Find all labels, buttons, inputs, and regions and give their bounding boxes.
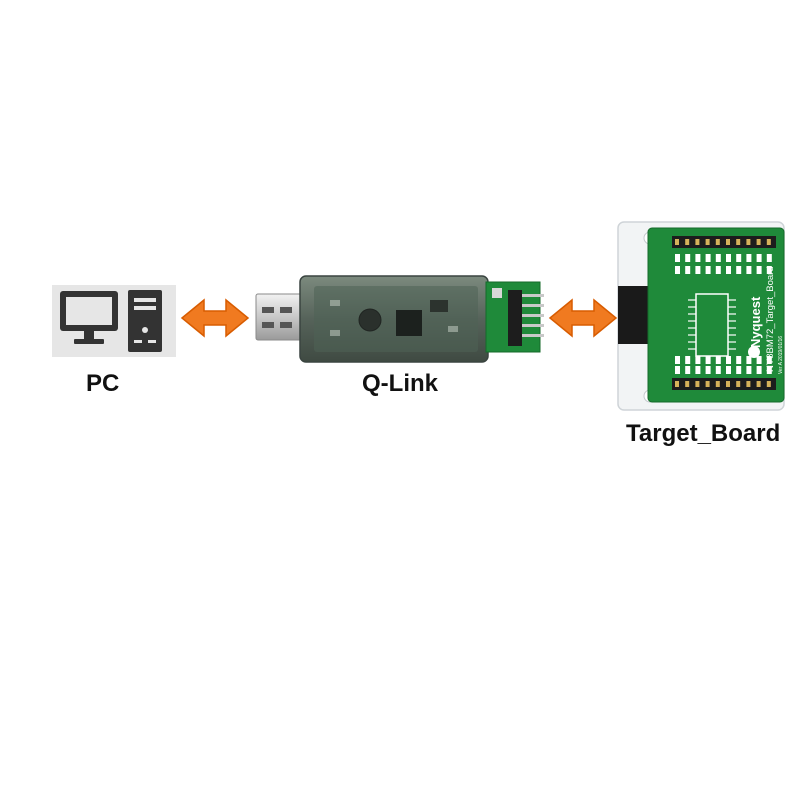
qlink-device <box>255 275 544 363</box>
silkscreen-brand: Nyquest <box>748 296 763 348</box>
solder-pad <box>736 366 742 374</box>
pc-label: PC <box>86 370 120 397</box>
header-pin <box>746 381 751 387</box>
solder-pad <box>675 266 680 274</box>
solder-pad <box>675 366 680 374</box>
qlink-label: Q-Link <box>362 370 438 397</box>
header-pin <box>726 239 730 245</box>
usb-plug <box>255 293 303 341</box>
solder-pad <box>756 366 762 374</box>
solder-pad <box>715 366 721 374</box>
qlink-chip <box>396 310 422 336</box>
solder-pad <box>695 356 701 364</box>
header-pin <box>726 381 730 387</box>
solder-pad <box>766 254 772 262</box>
header-pin <box>675 381 679 387</box>
solder-pad <box>715 266 721 274</box>
header-pin <box>685 239 690 245</box>
header-pin <box>695 239 700 245</box>
header-pin <box>756 239 761 245</box>
solder-pad <box>756 254 762 262</box>
header-pin <box>736 381 741 387</box>
target-board: Nyquest NY8BM72_Target_Board Ver A 2019/… <box>617 221 785 411</box>
silkscreen-revision: Ver A 2019/01/16 <box>778 336 784 374</box>
solder-pad <box>766 266 772 274</box>
solder-pad <box>726 254 731 262</box>
header-pin <box>715 239 720 245</box>
solder-pad <box>705 356 711 364</box>
header-pin <box>766 239 771 245</box>
solder-pad <box>726 266 731 274</box>
solder-pad <box>736 356 742 364</box>
solder-pad <box>685 254 691 262</box>
header-pin <box>705 381 710 387</box>
bidirectional-arrow-icon <box>180 298 250 338</box>
solder-pad <box>726 356 731 364</box>
header-pin <box>705 239 710 245</box>
ic-footprint <box>695 293 729 357</box>
solder-pad <box>675 254 680 262</box>
solder-pad <box>766 356 772 364</box>
header-pin <box>675 239 679 245</box>
solder-pad <box>715 356 721 364</box>
solder-pad <box>746 266 752 274</box>
solder-pad <box>736 254 742 262</box>
solder-pad <box>746 366 752 374</box>
solder-pad <box>746 356 752 364</box>
target-board-label: Target_Board <box>626 420 781 447</box>
solder-pad <box>695 266 701 274</box>
solder-pad <box>715 254 721 262</box>
solder-pad <box>705 254 711 262</box>
header-pin <box>695 381 700 387</box>
bidirectional-arrow-icon <box>548 298 618 338</box>
monitor-icon <box>60 291 118 344</box>
solder-pad <box>766 366 772 374</box>
qlink-pin-header <box>508 290 522 346</box>
solder-pad <box>736 266 742 274</box>
solder-pad <box>695 366 701 374</box>
qlink-crystal <box>358 308 382 332</box>
solder-pad <box>756 356 762 364</box>
header-pin <box>736 239 741 245</box>
header-pin <box>746 239 751 245</box>
solder-pad <box>685 356 691 364</box>
solder-pad <box>685 366 691 374</box>
pc-icon <box>52 285 176 357</box>
solder-pad <box>726 366 731 374</box>
solder-pad <box>705 266 711 274</box>
silkscreen-model: NY8BM72_Target_Board <box>765 266 776 372</box>
solder-pad <box>746 254 752 262</box>
solder-pad <box>685 266 691 274</box>
header-pin <box>756 381 761 387</box>
solder-pad <box>756 266 762 274</box>
tower-case-icon <box>128 290 162 352</box>
header-pin <box>685 381 690 387</box>
solder-pad <box>675 356 680 364</box>
brand-logo-icon <box>748 346 760 358</box>
solder-pad <box>705 366 711 374</box>
header-pin <box>766 381 771 387</box>
header-pin <box>715 381 720 387</box>
solder-pad <box>695 254 701 262</box>
